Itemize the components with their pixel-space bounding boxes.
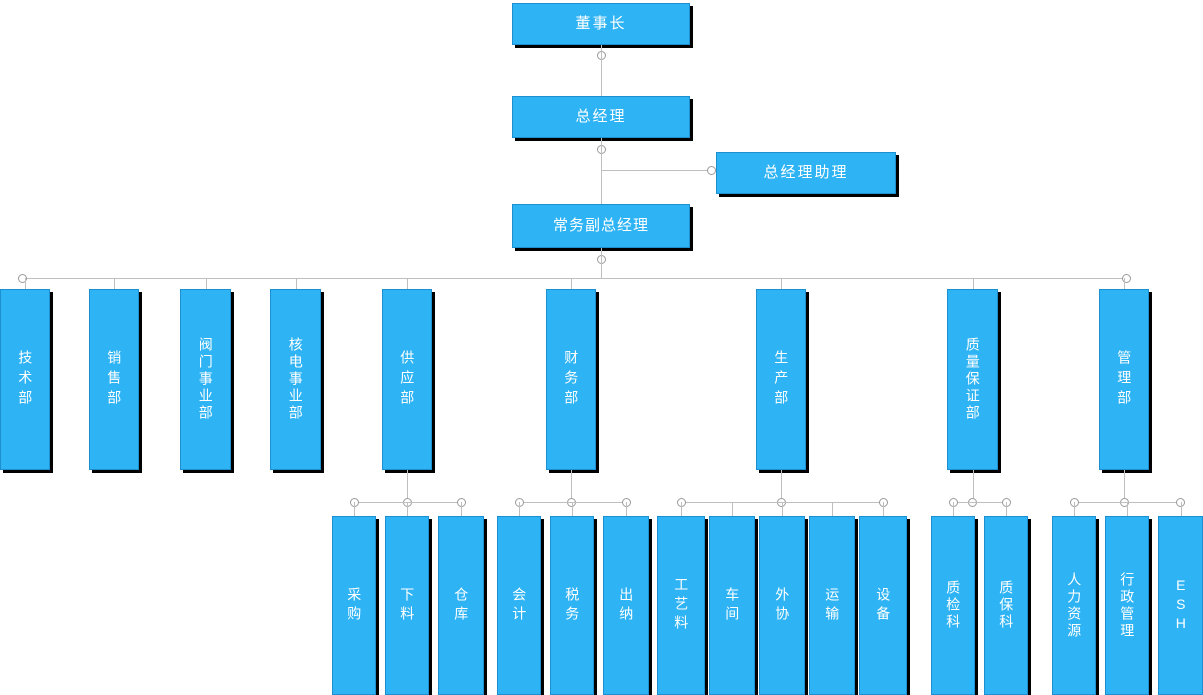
line-sub-to-child-6-1 — [732, 502, 733, 516]
node-subdept-4-1[interactable]: 下料 — [385, 516, 429, 695]
node-subdept-5-0-label: 会计 — [511, 586, 528, 625]
node-subdept-6-1-label: 车间 — [724, 586, 741, 625]
node-subdept-4-2[interactable]: 仓库 — [438, 516, 484, 695]
line-sub-to-child-8-1 — [1127, 502, 1128, 516]
node-subdept-5-2-label: 出纳 — [618, 586, 635, 625]
line-bus-to-dept-7 — [972, 278, 974, 289]
node-department-8-label: 管理部 — [1116, 349, 1133, 410]
node-department-4-label: 供应部 — [399, 349, 416, 410]
line-bus-to-dept-2 — [205, 278, 207, 289]
node-subdept-6-4-label: 设备 — [875, 586, 892, 625]
node-gm-assistant-label: 总经理助理 — [763, 164, 849, 182]
node-department-5[interactable]: 财务部 — [546, 289, 596, 470]
dot-bus-right — [1121, 273, 1131, 283]
node-department-2-label: 阀门事业部 — [197, 337, 214, 422]
line-bus-to-dept-4 — [407, 278, 408, 289]
line-bus-to-dept-6 — [781, 278, 782, 289]
line-department-bus — [22, 278, 1126, 279]
node-department-4[interactable]: 供应部 — [382, 289, 432, 470]
node-department-8[interactable]: 管理部 — [1099, 289, 1149, 470]
line-sub-to-child-6-3 — [832, 502, 833, 516]
node-general-manager-label: 总经理 — [575, 108, 627, 126]
node-department-7-label: 质量保证部 — [964, 337, 981, 422]
line-sub-to-child-4-0 — [354, 502, 355, 516]
node-subdept-7-1-label: 质保科 — [998, 580, 1015, 631]
node-executive-deputy-gm-label: 常务副总经理 — [552, 217, 649, 235]
node-department-0-label: 技术部 — [17, 349, 34, 410]
line-sub-to-child-8-0 — [1074, 502, 1075, 516]
node-subdept-8-0-label: 人力资源 — [1066, 571, 1083, 640]
node-subdept-6-2-label: 外协 — [774, 586, 791, 625]
node-department-6[interactable]: 生产部 — [756, 289, 806, 470]
node-executive-deputy-gm[interactable]: 常务副总经理 — [512, 204, 690, 248]
dot-gm-assistant — [706, 165, 716, 175]
line-gm-deputy — [601, 138, 602, 204]
node-subdept-6-4[interactable]: 设备 — [859, 516, 907, 695]
line-bus-to-dept-3 — [295, 278, 297, 289]
line-deputy-bus — [601, 248, 602, 278]
line-sub-to-child-5-2 — [626, 502, 627, 516]
node-subdept-8-1[interactable]: 行政管理 — [1105, 516, 1149, 695]
node-department-7[interactable]: 质量保证部 — [947, 289, 998, 470]
line-sub-bus-7 — [953, 502, 1006, 503]
node-general-manager[interactable]: 总经理 — [512, 96, 690, 138]
node-gm-assistant[interactable]: 总经理助理 — [716, 152, 896, 194]
node-department-6-label: 生产部 — [773, 349, 790, 410]
node-subdept-5-2[interactable]: 出纳 — [603, 516, 649, 695]
node-subdept-7-0-label: 质检科 — [945, 580, 962, 631]
line-sub-to-child-7-1 — [1006, 502, 1007, 516]
node-subdept-6-1[interactable]: 车间 — [709, 516, 755, 695]
line-dept-stub-8 — [1124, 470, 1125, 502]
node-subdept-8-2[interactable]: ESH — [1158, 516, 1203, 695]
node-subdept-8-2-label: ESH — [1172, 577, 1189, 634]
node-subdept-8-0[interactable]: 人力资源 — [1052, 516, 1096, 695]
line-sub-to-child-4-1 — [407, 502, 408, 516]
line-dept-stub-6 — [781, 470, 782, 502]
node-department-2[interactable]: 阀门事业部 — [180, 289, 231, 470]
line-sub-to-child-5-1 — [572, 502, 573, 516]
line-sub-to-child-6-4 — [883, 502, 884, 516]
line-bus-to-dept-1 — [114, 278, 115, 289]
node-subdept-4-0[interactable]: 采购 — [332, 516, 376, 695]
line-dept-stub-5 — [571, 470, 572, 502]
node-department-3[interactable]: 核电事业部 — [270, 289, 321, 470]
line-bus-to-dept-5 — [571, 278, 572, 289]
node-subdept-5-0[interactable]: 会计 — [497, 516, 541, 695]
line-bus-to-dept-8 — [1124, 278, 1125, 289]
node-subdept-6-0-label: 工艺料 — [673, 577, 690, 634]
node-department-3-label: 核电事业部 — [287, 337, 304, 422]
node-department-1-label: 销售部 — [106, 349, 123, 410]
node-chairman-label: 董事长 — [575, 15, 627, 33]
node-subdept-4-2-label: 仓库 — [453, 586, 470, 625]
node-subdept-6-3-label: 运输 — [824, 586, 841, 625]
line-dept-stub-4 — [407, 470, 408, 502]
node-subdept-6-2[interactable]: 外协 — [759, 516, 805, 695]
node-chairman[interactable]: 董事长 — [512, 3, 690, 45]
node-subdept-5-1-label: 税务 — [564, 586, 581, 625]
node-subdept-4-0-label: 采购 — [346, 586, 363, 625]
node-department-5-label: 财务部 — [563, 349, 580, 410]
node-subdept-5-1[interactable]: 税务 — [550, 516, 594, 695]
line-sub-to-child-5-0 — [519, 502, 520, 516]
line-sub-to-child-4-2 — [461, 502, 462, 516]
node-subdept-4-1-label: 下料 — [399, 586, 416, 625]
line-gm-assistant — [601, 170, 713, 171]
line-sub-to-child-7-0 — [953, 502, 954, 516]
line-sub-to-child-6-0 — [681, 502, 682, 516]
line-bus-to-dept-0 — [25, 278, 26, 289]
node-subdept-6-3[interactable]: 运输 — [809, 516, 855, 695]
line-chairman-gm — [601, 45, 602, 97]
node-department-1[interactable]: 销售部 — [89, 289, 139, 470]
node-subdept-6-0[interactable]: 工艺料 — [657, 516, 705, 695]
line-dept-stub-7 — [972, 470, 974, 502]
line-sub-to-child-6-2 — [782, 502, 783, 516]
dot-bus-left — [17, 273, 27, 283]
line-sub-to-child-8-2 — [1180, 502, 1182, 516]
node-subdept-8-1-label: 行政管理 — [1119, 571, 1136, 640]
node-subdept-7-0[interactable]: 质检科 — [931, 516, 975, 695]
node-subdept-7-1[interactable]: 质保科 — [984, 516, 1028, 695]
node-department-0[interactable]: 技术部 — [0, 289, 50, 470]
